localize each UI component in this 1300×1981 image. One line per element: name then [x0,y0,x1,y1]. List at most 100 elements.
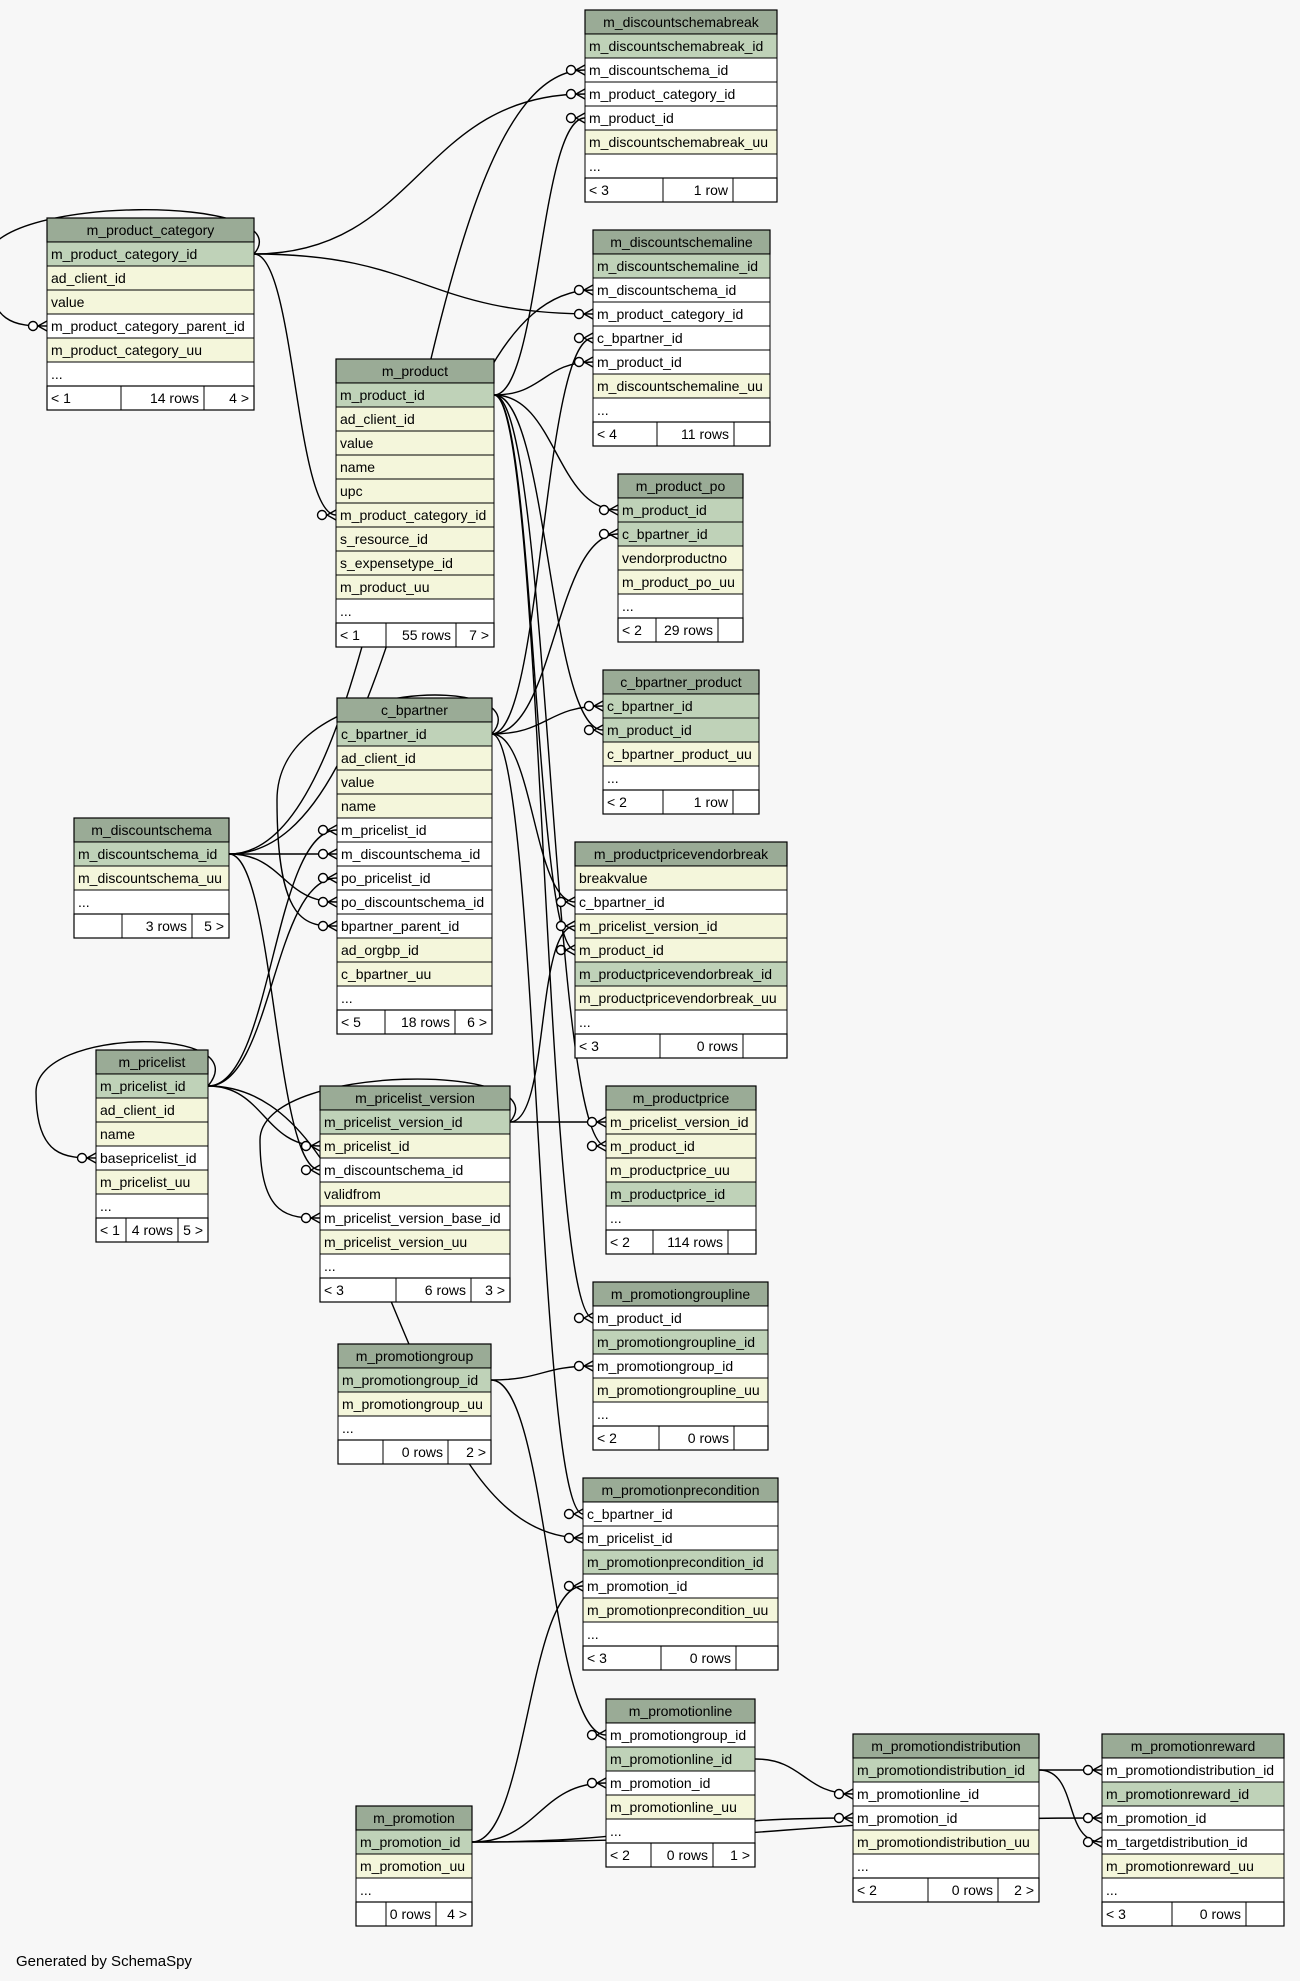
children-link[interactable]: 3 > [485,1282,505,1298]
table-m-product[interactable]: m_productm_product_idad_client_idvaluena… [335,358,495,648]
parents-link[interactable]: < 4 [597,426,617,442]
column-name: m_productprice_id [610,1186,725,1202]
parents-link[interactable]: < 3 [589,182,609,198]
table-column-row [592,397,771,423]
parents-link[interactable]: < 1 [340,627,360,643]
children-link[interactable]: 5 > [183,1222,203,1238]
table-m-promotiondistribution[interactable]: m_promotiondistributionm_promotiondistri… [852,1733,1040,1903]
table-header [336,697,493,723]
parents-link[interactable]: < 1 [51,390,71,406]
table-m-promotiongroup[interactable]: m_promotiongroupm_promotiongroup_idm_pro… [337,1343,492,1465]
optional-marker [565,88,577,100]
table-column-row [584,105,778,131]
table-m-discountschemabreak[interactable]: m_discountschemabreakm_discountschemabre… [584,9,778,203]
table-m-promotiongroupline[interactable]: m_promotiongrouplinem_product_idm_promot… [592,1281,769,1451]
column-name: ... [622,598,634,614]
table-footer [95,1217,209,1243]
column-name: c_bpartner_id [597,330,683,346]
column-name: name [340,459,375,475]
table-m-pricelist[interactable]: m_pricelistm_pricelist_idad_client_idnam… [95,1049,209,1243]
column-name: ... [324,1258,336,1274]
column-name: m_promotion_id [1106,1810,1206,1826]
column-name: ad_orgbp_id [341,942,419,958]
parents-link[interactable]: < 3 [579,1038,599,1054]
parents-link[interactable]: < 5 [341,1014,361,1030]
relationship-line [491,533,619,735]
column-name: m_product_id [610,1138,695,1154]
table-m-product-category[interactable]: m_product_categorym_product_category_ida… [46,217,255,411]
children-link[interactable]: 7 > [469,627,489,643]
parents-link[interactable]: < 2 [610,1847,630,1863]
table-footer [355,1901,473,1927]
parents-link[interactable]: < 2 [610,1234,630,1250]
children-link[interactable]: 1 > [730,1847,750,1863]
table-m-productprice[interactable]: m_productpricem_pricelist_version_idm_pr… [605,1085,757,1255]
column-name: name [341,798,376,814]
table-m-productpricevendorbreak[interactable]: m_productpricevendorbreakbreakvaluec_bpa… [574,841,788,1059]
row-count: 0 rows [1200,1906,1241,1922]
parents-link[interactable]: < 1 [100,1222,120,1238]
table-m-promotionprecondition[interactable]: m_promotionpreconditionc_bpartner_idm_pr… [582,1477,779,1671]
parents-link[interactable]: < 2 [607,794,627,810]
children-link[interactable]: 5 > [204,918,224,934]
relationship-line [207,829,338,1087]
parents-link[interactable]: < 3 [587,1650,607,1666]
table-column-row [592,1401,769,1427]
children-link[interactable]: 6 > [467,1014,487,1030]
parents-link[interactable]: < 2 [857,1882,877,1898]
table-column-row [1101,1877,1285,1903]
parents-link[interactable]: < 3 [324,1282,344,1298]
optional-marker [598,528,610,540]
column-name: m_promotionprecondition_uu [587,1602,768,1618]
table-header [355,1805,473,1831]
table-column-row [337,1367,492,1393]
parents-link[interactable]: < 2 [622,622,642,638]
column-name: m_product_id [597,354,682,370]
table-column-row [605,1818,756,1844]
table-c-bpartner[interactable]: c_bpartnerc_bpartner_idad_client_idvalue… [336,697,493,1035]
table-m-promotionline[interactable]: m_promotionlinem_promotiongroup_idm_prom… [605,1698,756,1868]
parents-link[interactable]: < 2 [597,1430,617,1446]
table-column-row [335,574,495,600]
table-column-row [336,793,493,819]
column-name: ... [579,1014,591,1030]
optional-marker [76,1152,88,1164]
row-count: 0 rows [667,1847,708,1863]
table-m-discountschemaline[interactable]: m_discountschemalinem_discountschemaline… [592,229,771,447]
table-header [602,669,760,695]
table-column-row [73,865,230,891]
table-header [605,1085,757,1111]
table-m-promotionreward[interactable]: m_promotionrewardm_promotiondistribution… [1101,1733,1285,1927]
table-column-row [95,1097,209,1123]
children-link[interactable]: 4 > [229,390,249,406]
parents-link[interactable]: < 3 [1106,1906,1126,1922]
column-name: m_promotion_id [857,1810,957,1826]
table-name: m_productpricevendorbreak [594,846,769,862]
children-link[interactable]: 2 > [1014,1882,1034,1898]
column-name: m_discountschema_id [341,846,480,862]
table-m-promotion[interactable]: m_promotionm_promotion_idm_promotion_uu.… [355,1805,473,1927]
children-link[interactable]: 2 > [466,1444,486,1460]
column-name: m_promotion_id [360,1834,460,1850]
relationship-line [207,877,338,1087]
table-header [337,1343,492,1369]
table-m-product-po[interactable]: m_product_pom_product_idc_bpartner_idven… [617,473,744,643]
table-c-bpartner-product[interactable]: c_bpartner_productc_bpartner_idm_product… [602,669,760,815]
table-column-row [336,721,493,747]
table-m-discountschema[interactable]: m_discountschemam_discountschema_idm_dis… [73,817,230,939]
column-name: m_promotiongroupline_id [597,1334,755,1350]
table-m-pricelist-version[interactable]: m_pricelist_versionm_pricelist_version_i… [319,1085,511,1303]
table-name: m_product_category [87,222,215,238]
table-column-row [602,717,760,743]
row-count: 0 rows [697,1038,738,1054]
optional-marker [1082,1764,1094,1776]
optional-marker [317,896,329,908]
optional-marker [300,1212,312,1224]
optional-marker [563,1532,575,1544]
column-name: ... [587,1626,599,1642]
children-link[interactable]: 4 > [447,1906,467,1922]
column-name: s_resource_id [340,531,428,547]
column-name: m_promotionline_id [610,1751,732,1767]
optional-marker [565,112,577,124]
optional-marker [598,504,610,516]
